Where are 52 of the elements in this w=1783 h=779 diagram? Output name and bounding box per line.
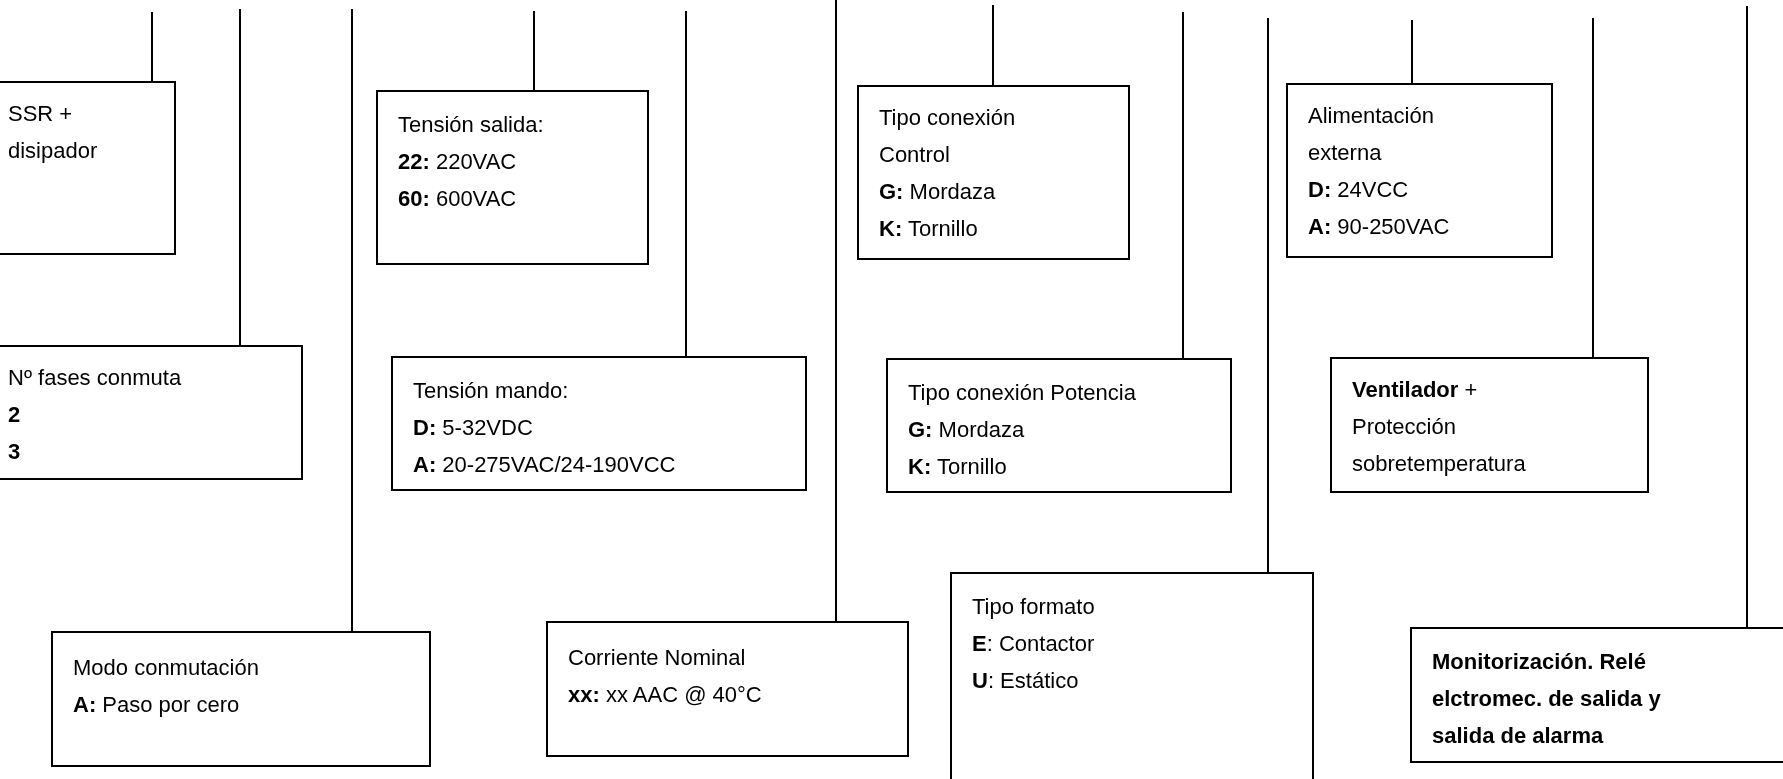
option-text: E: Contactor bbox=[972, 630, 1096, 658]
code-field-box bbox=[1330, 357, 1649, 493]
option-text: 60: 600VAC bbox=[398, 185, 518, 213]
field-title: Corriente Nominal bbox=[568, 644, 747, 672]
option-text: A: 20-275VAC/24-190VCC bbox=[413, 451, 677, 479]
field-title: Tipo formato bbox=[972, 593, 1096, 621]
option-text: xx: xx AAC @ 40°C bbox=[568, 681, 763, 709]
code-field-box bbox=[51, 631, 431, 767]
option-text: G: Mordaza bbox=[879, 178, 997, 206]
option-text: K: Tornillo bbox=[908, 453, 1008, 481]
leader-line bbox=[151, 11, 153, 82]
option-text: G: Mordaza bbox=[908, 416, 1026, 444]
option-text: U: Estático bbox=[972, 667, 1080, 695]
leader-line bbox=[992, 4, 994, 86]
field-title: Tipo conexión Potencia bbox=[908, 379, 1137, 407]
field-title: Ventilador + Protección sobretemperatura bbox=[1352, 376, 1527, 478]
code-field-box bbox=[1286, 83, 1553, 258]
code-field-box bbox=[0, 345, 303, 480]
code-field-box bbox=[1410, 627, 1783, 763]
leader-line bbox=[239, 8, 241, 346]
field-title: Nº fases conmuta bbox=[8, 364, 183, 392]
code-field-box bbox=[546, 621, 909, 757]
option-text: 22: 220VAC bbox=[398, 148, 518, 176]
option-text: D: 24VCC bbox=[1308, 176, 1410, 204]
option-text: 3 bbox=[8, 438, 22, 466]
field-title: Modo conmutación bbox=[73, 654, 260, 682]
leader-line bbox=[835, 0, 837, 622]
leader-line bbox=[1592, 17, 1594, 358]
option-text: A: 90-250VAC bbox=[1308, 213, 1451, 241]
code-field-box bbox=[950, 572, 1314, 779]
field-title: Alimentación externa bbox=[1308, 102, 1435, 167]
code-field-box bbox=[0, 81, 176, 255]
code-field-box bbox=[857, 85, 1130, 260]
option-text: D: 5-32VDC bbox=[413, 414, 534, 442]
leader-line bbox=[533, 10, 535, 91]
field-title: Tensión mando: bbox=[413, 377, 570, 405]
code-field-box bbox=[391, 356, 807, 491]
leader-line bbox=[685, 10, 687, 357]
field-title: Monitorización. Relé elctromec. de salida y salida de alarma bbox=[1432, 648, 1662, 750]
leader-line bbox=[351, 8, 353, 632]
leader-line bbox=[1411, 19, 1413, 84]
option-text: 2 bbox=[8, 401, 22, 429]
field-title: Tipo conexión Control bbox=[879, 104, 1017, 169]
option-text: K: Tornillo bbox=[879, 215, 979, 243]
field-title: Tensión salida: bbox=[398, 111, 545, 139]
option-text: A: Paso por cero bbox=[73, 691, 241, 719]
field-title: SSR + disipador bbox=[8, 100, 99, 165]
leader-line bbox=[1746, 5, 1748, 628]
leader-line bbox=[1267, 17, 1269, 573]
leader-line bbox=[1182, 11, 1184, 359]
code-field-box bbox=[376, 90, 649, 265]
code-field-box bbox=[886, 358, 1232, 493]
